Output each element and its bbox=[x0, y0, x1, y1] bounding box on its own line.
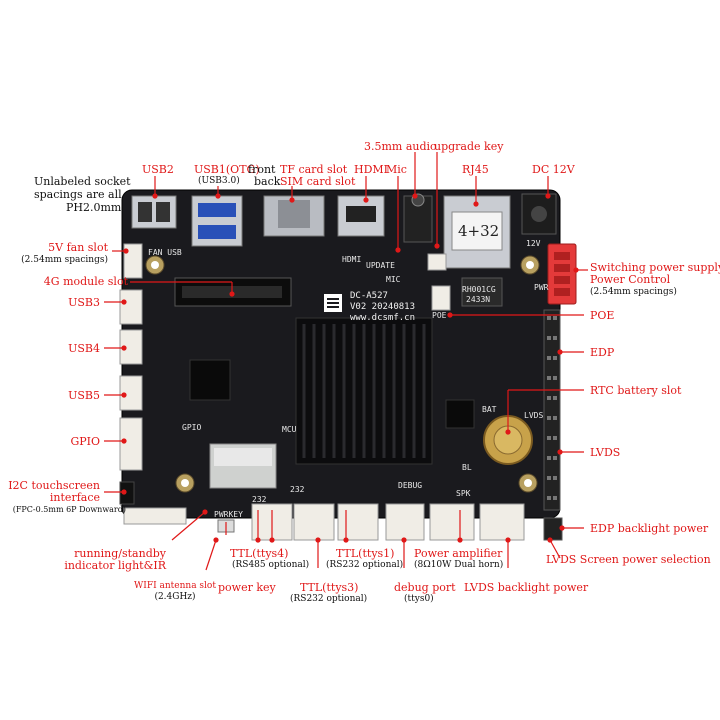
silk-hdmi: HDMI bbox=[342, 255, 361, 264]
silk-232a: 232 bbox=[290, 485, 305, 494]
silk-mcu: MCU bbox=[282, 425, 297, 434]
label-usb1-sub: (USB3.0) bbox=[198, 176, 240, 186]
label-dc: DC 12V bbox=[532, 163, 575, 176]
label-ttl3: TTL(ttys3) bbox=[300, 581, 359, 594]
label-sim: SIM card slot bbox=[280, 175, 356, 188]
label-run-1: running/standby bbox=[74, 547, 166, 560]
label-wifi: WIFI antenna slot bbox=[134, 581, 216, 591]
label-audio: 3.5mm audio bbox=[364, 140, 437, 153]
silk-fanusb: FAN USB bbox=[148, 248, 182, 257]
run-light-connector bbox=[123, 507, 187, 525]
silk-lvds: LVDS bbox=[524, 411, 543, 420]
label-fan: 5V fan slot bbox=[48, 241, 108, 254]
silk-poe: POE bbox=[432, 311, 447, 320]
label-usb1: USB1(OTG) bbox=[194, 163, 260, 176]
label-rtc: RTC battery slot bbox=[590, 384, 682, 397]
intro-line2: spacings are all bbox=[34, 188, 122, 201]
label-ttl4: TTL(ttys4) bbox=[230, 547, 289, 560]
usb4-connector bbox=[119, 329, 143, 365]
label-4g: 4G module slot bbox=[43, 275, 128, 288]
ttl1-connector bbox=[337, 503, 379, 541]
label-mic: Mic bbox=[386, 163, 407, 176]
intro-line1: Unlabeled socket bbox=[34, 175, 131, 188]
label-tf: TF card slot bbox=[280, 163, 348, 176]
ttl3-connector bbox=[293, 503, 335, 541]
label-ttl3-sub: (RS232 optional) bbox=[290, 594, 368, 604]
lvds-bl-connector bbox=[479, 503, 525, 541]
label-usb5: USB5 bbox=[68, 389, 100, 402]
silk-update: UPDATE bbox=[366, 261, 395, 270]
label-usb4: USB4 bbox=[68, 342, 100, 355]
chip bbox=[189, 359, 231, 401]
label-tf-front: front bbox=[248, 163, 276, 176]
label-poe: POE bbox=[590, 309, 615, 322]
silk-gpio: GPIO bbox=[182, 423, 201, 432]
label-usb2: USB2 bbox=[142, 163, 174, 176]
label-ttl1: TTL(ttys1) bbox=[336, 547, 395, 560]
label-lvds-bl: LVDS backlight power bbox=[464, 581, 589, 594]
label-gpio: GPIO bbox=[70, 435, 100, 448]
silk-spk: SPK bbox=[456, 489, 471, 498]
silk-chip2: 2433N bbox=[466, 295, 490, 304]
chip bbox=[445, 399, 475, 429]
label-wifi-sub: (2.4GHz) bbox=[154, 592, 196, 602]
label-power-key: power key bbox=[218, 581, 276, 594]
board-site: www.dcsmf.cn bbox=[350, 313, 415, 323]
rj45-port bbox=[443, 195, 511, 269]
label-hdmi: HDMI bbox=[354, 163, 389, 176]
label-upgrade: upgrade key bbox=[434, 140, 504, 153]
label-i2c-sub: (FPC-0.5mm 6P Downward) bbox=[12, 505, 126, 514]
silk-232b: 232 bbox=[252, 495, 267, 504]
gpio-connector bbox=[119, 417, 143, 471]
silk-bl: BL bbox=[462, 463, 472, 472]
silk-12v: 12V bbox=[526, 239, 541, 248]
hdmi-port bbox=[337, 195, 385, 237]
usb2-port bbox=[131, 195, 177, 229]
label-edp: EDP bbox=[590, 346, 615, 359]
label-switch-sub: (2.54mm spacings) bbox=[590, 287, 677, 297]
edp-lvds-header bbox=[543, 309, 561, 511]
label-debug: debug port bbox=[394, 581, 456, 594]
usb3-connector bbox=[119, 289, 143, 325]
silk-bat: BAT bbox=[482, 405, 497, 414]
label-usb3: USB3 bbox=[68, 296, 100, 309]
intro-line3: PH2.0mm bbox=[66, 201, 122, 214]
label-switch-2: Power Control bbox=[590, 273, 671, 286]
i2c-fpc bbox=[119, 481, 135, 505]
silk-pwr: PWR bbox=[534, 283, 549, 292]
silk-debug: DEBUG bbox=[398, 481, 422, 490]
label-rj45: RJ45 bbox=[462, 163, 489, 176]
chip bbox=[461, 277, 503, 307]
label-debug-sub: (ttys0) bbox=[404, 594, 434, 604]
usb1-port bbox=[191, 195, 243, 247]
label-ttl4-sub: (RS485 optional) bbox=[232, 560, 310, 570]
amp-connector bbox=[429, 503, 475, 541]
label-sim-back: back bbox=[254, 175, 281, 188]
label-lvds-sel: LVDS Screen power selection bbox=[546, 553, 711, 566]
label-switch-1: Switching power supply/ bbox=[590, 261, 720, 274]
board-model: DC-A527 bbox=[350, 291, 388, 301]
label-lvds: LVDS bbox=[590, 446, 621, 459]
label-edp-bl: EDP backlight power bbox=[590, 522, 709, 535]
label-i2c-1: I2C touchscreen bbox=[8, 479, 100, 492]
label-ttl1-sub: (RS232 optional) bbox=[326, 560, 404, 570]
label-fan-sub: (2.54mm spacings) bbox=[21, 255, 108, 265]
label-run-2: indicator light&IR bbox=[64, 559, 166, 572]
silk-mic: MIC bbox=[386, 275, 401, 284]
poe-connector bbox=[431, 285, 451, 311]
mic-connector bbox=[427, 253, 447, 271]
silk-chip: RH001CG bbox=[462, 285, 496, 294]
fan-connector bbox=[123, 243, 143, 279]
silk-pwrkey: PWRKEY bbox=[214, 510, 243, 519]
rj45-badge: 4+32 bbox=[458, 222, 499, 240]
usb5-connector bbox=[119, 375, 143, 411]
label-amp-sub: (8Ω10W Dual horn) bbox=[414, 560, 504, 570]
debug-connector bbox=[385, 503, 425, 541]
label-i2c-2: interface bbox=[49, 491, 100, 504]
edp-bl-connector bbox=[543, 517, 563, 541]
label-amp: Power amplifier bbox=[414, 547, 503, 560]
board-version: V02 20240813 bbox=[350, 302, 415, 312]
